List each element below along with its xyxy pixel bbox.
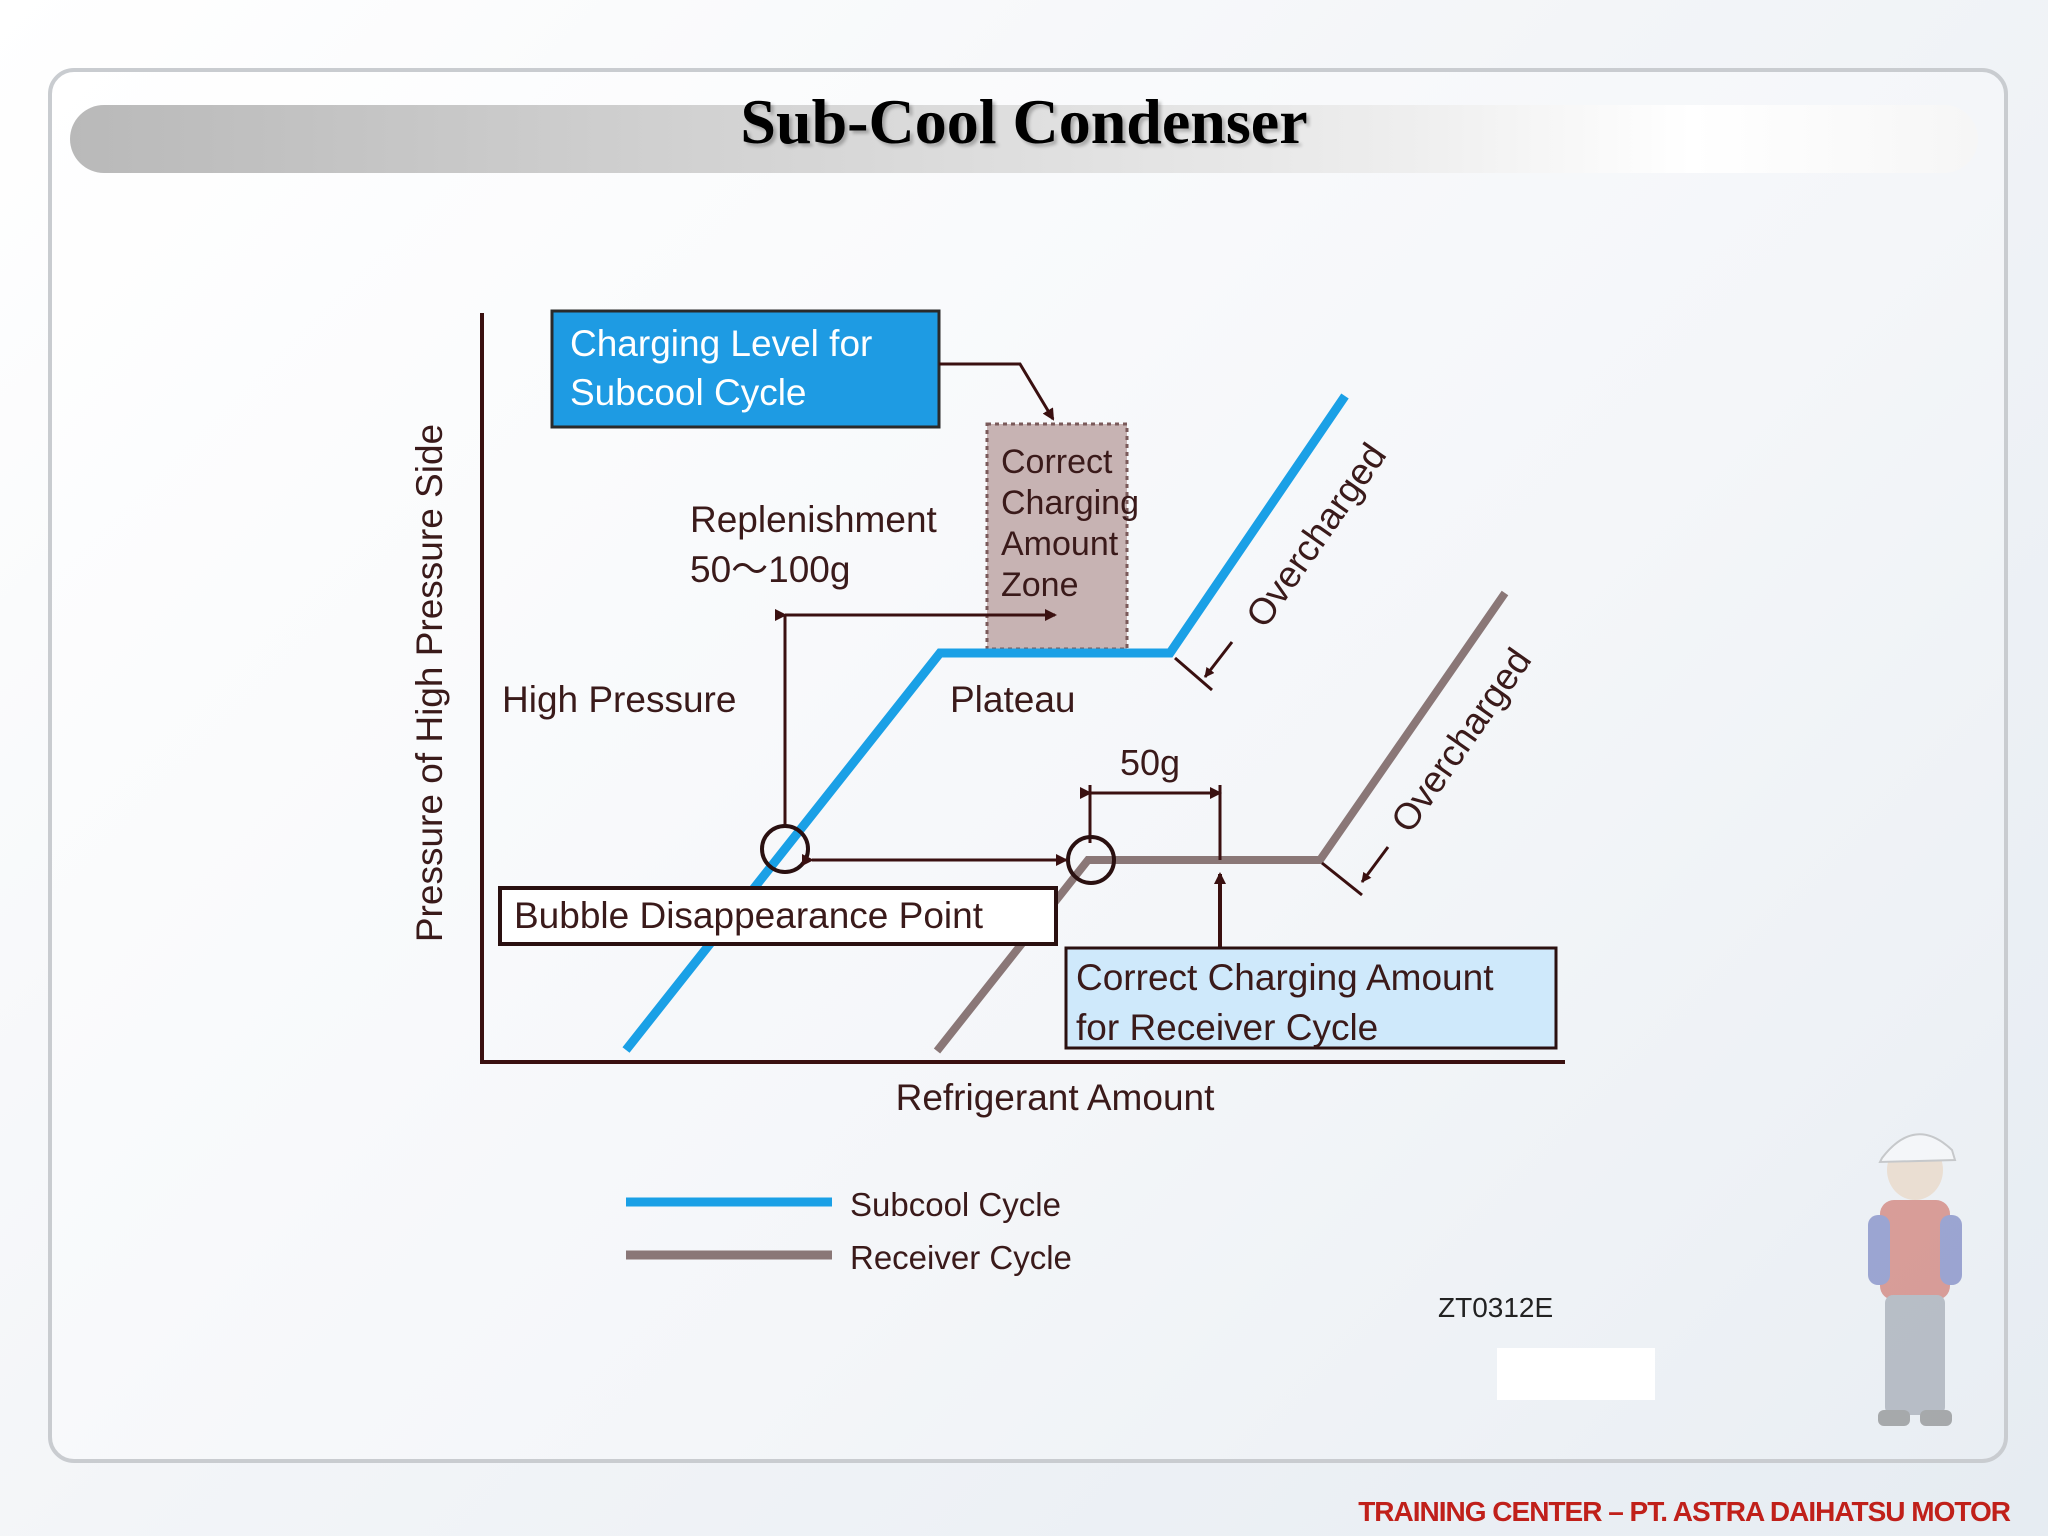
y-axis-label: Pressure of High Pressure Side — [409, 424, 450, 942]
fifty-g-label: 50g — [1120, 742, 1180, 783]
slide-title: Sub-Cool Condenser — [740, 86, 1308, 157]
mechanic-mascot-image — [1868, 1133, 1962, 1426]
replenishment-amount: 50～100g — [690, 549, 850, 590]
receiver-box-line1: Correct Charging Amount — [1076, 957, 1494, 998]
receiver-cycle-line — [933, 590, 1509, 1054]
zone-label-2: Charging — [1001, 484, 1139, 522]
zone-label-1: Correct — [1001, 443, 1113, 481]
receiver-bubble-point — [1066, 835, 1116, 885]
figure-code: ZT0312E — [1438, 1292, 1553, 1323]
legend: Subcool Cycle Receiver Cycle — [626, 1186, 1072, 1276]
x-axis-label: Refrigerant Amount — [896, 1077, 1216, 1118]
axes — [480, 313, 1565, 1064]
plateau-label: Plateau — [950, 679, 1076, 720]
zone-label-4: Zone — [1001, 566, 1079, 604]
overcharged-subcool-tick — [1174, 656, 1213, 692]
overcharged-receiver-arrow — [1360, 846, 1390, 883]
subcool-bubble-point — [760, 824, 810, 874]
slide-frame — [48, 68, 2008, 1463]
footer-training-center: TRAINING CENTER – PT. ASTRA DAIHATSU MOT… — [1358, 1496, 2011, 1527]
bubble-point-label: Bubble Disappearance Point — [514, 895, 984, 936]
replenishment-label: Replenishment — [690, 499, 938, 540]
white-patch — [1497, 1348, 1655, 1400]
receiver-charging-box — [1064, 946, 1558, 1050]
subcool-box-line1: Charging Level for — [570, 323, 872, 364]
subcool-cycle-line — [622, 393, 1349, 1053]
receiver-box-line2: for Receiver Cycle — [1076, 1007, 1378, 1048]
high-pressure-label: High Pressure — [502, 679, 736, 720]
overcharged-subcool-arrow — [1203, 641, 1234, 678]
overcharged-subcool-label: Overcharged — [1238, 436, 1394, 635]
subcool-box-arrow — [939, 362, 1055, 421]
overcharged-receiver-tick — [1321, 861, 1363, 897]
subcool-charging-box — [550, 309, 941, 429]
title-bar — [70, 105, 1978, 173]
legend-subcool-label: Subcool Cycle — [850, 1186, 1061, 1223]
zone-label-3: Amount — [1001, 525, 1119, 563]
subcool-box-line2: Subcool Cycle — [570, 372, 807, 413]
bubble-point-box — [498, 886, 1058, 946]
legend-receiver-label: Receiver Cycle — [850, 1239, 1072, 1276]
